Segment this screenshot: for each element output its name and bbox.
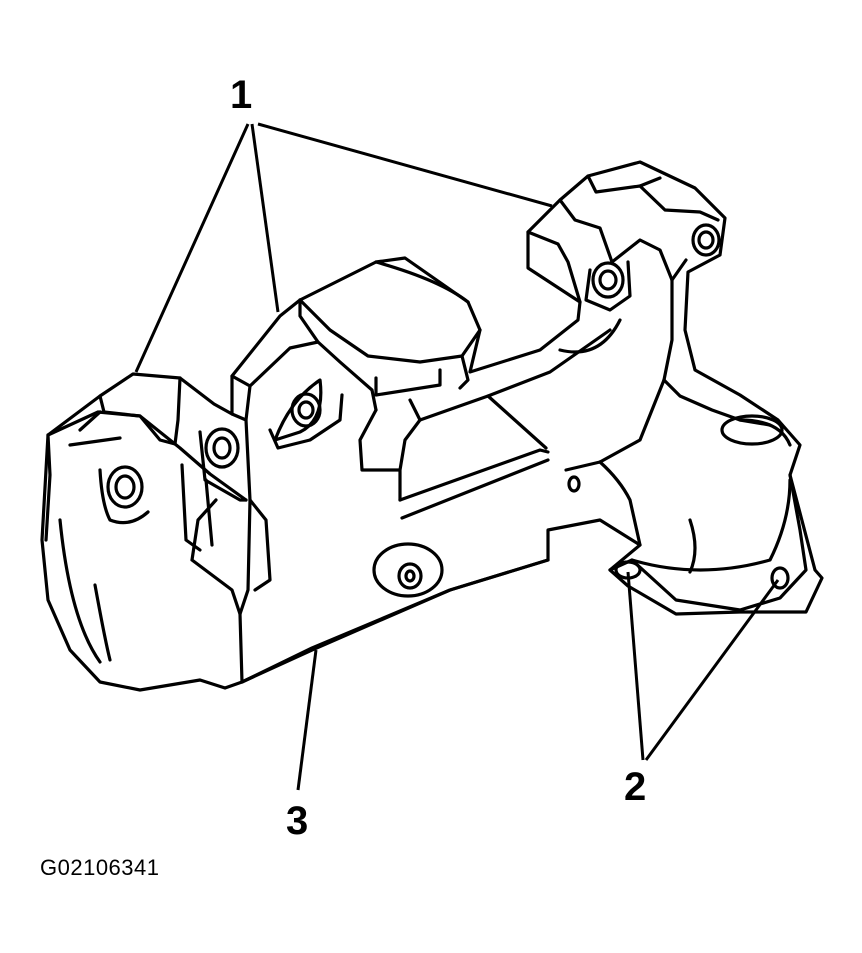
callout-2-leaders (626, 571, 780, 761)
callout-1-label: 1 (230, 73, 252, 117)
callout-3-label: 3 (286, 799, 308, 843)
manifold-body (40, 160, 824, 692)
callout-3-leader (296, 649, 318, 791)
figure-code: G02106341 (40, 855, 160, 880)
callout-1-leaders (134, 122, 553, 373)
callout-2-label: 2 (624, 765, 646, 809)
